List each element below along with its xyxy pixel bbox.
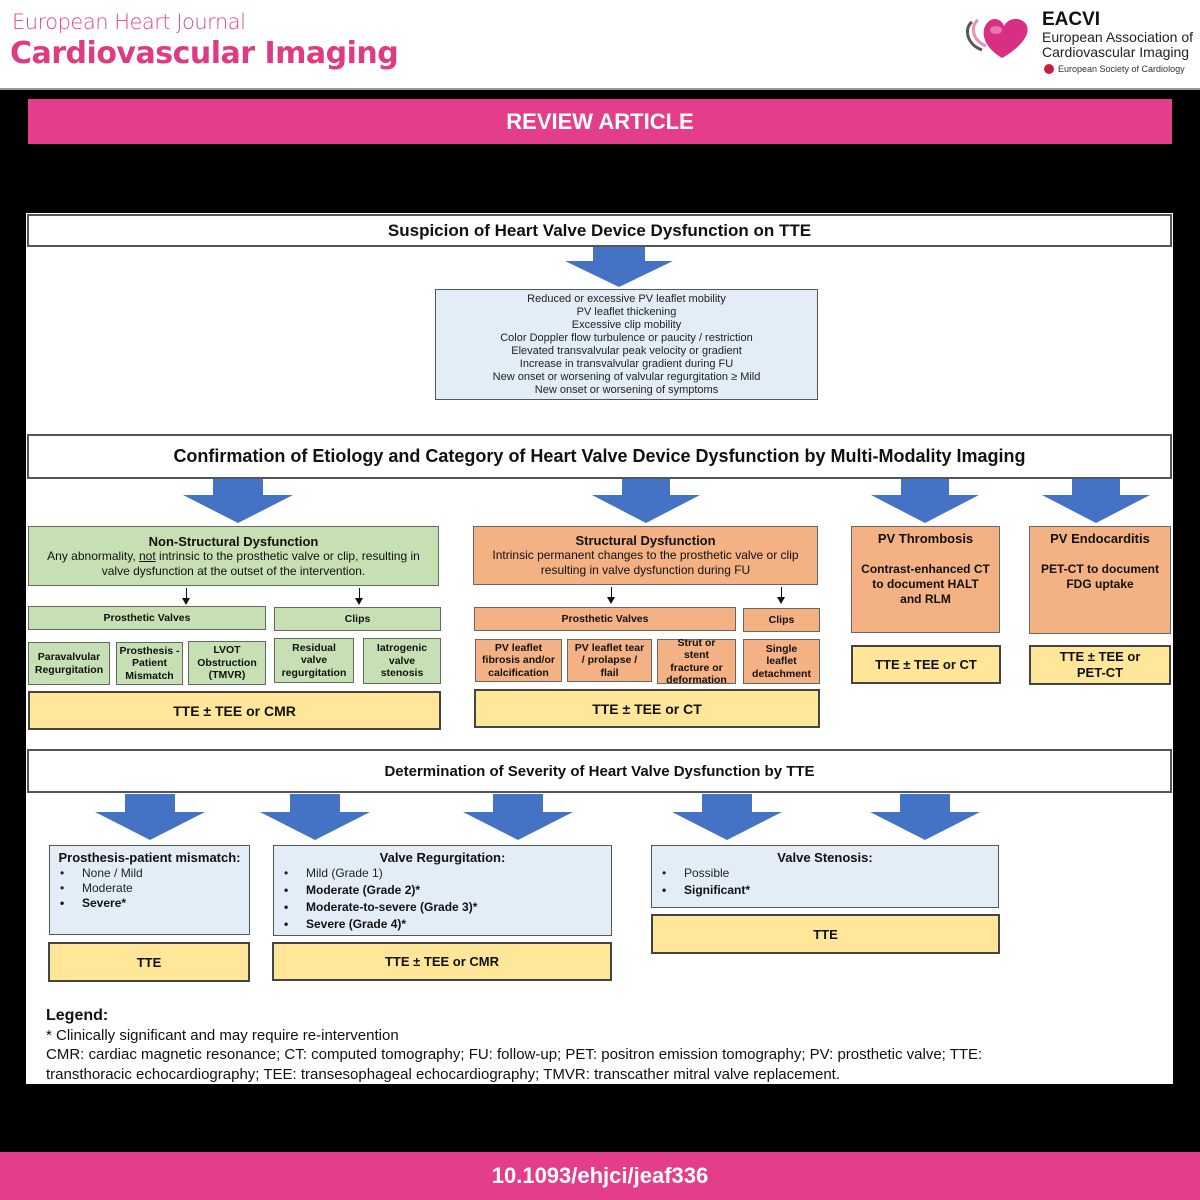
legend-abbreviations: CMR: cardiac magnetic resonance; CT: com… [46,1046,983,1063]
ns-modality-box: TTE ± TEE or CMR [28,691,441,730]
ppm-box: Prosthesis-patient mismatch: None / Mild… [49,845,250,935]
small-arrow-icon [607,587,615,604]
s-prosthetic-valves-label: Prosthetic Valves [474,607,736,631]
down-arrow-icon [1042,479,1150,523]
doi-link[interactable]: 10.1093/ehjci/jeaf336 [0,1152,1200,1200]
step3-header: Determination of Severity of Heart Valve… [27,749,1172,793]
legend-heading: Legend: [46,1007,109,1024]
ns-item: LVOT Obstruction (TMVR) [188,641,266,685]
non-structural-box: Non-Structural Dysfunction Any abnormali… [28,526,439,586]
non-structural-desc: Any abnormality, not intrinsic to the pr… [35,549,432,579]
s-clips-label: Clips [743,608,820,632]
criterion: PV leaflet thickening [576,305,677,318]
regurgitation-box: Valve Regurgitation: Mild (Grade 1) Mode… [273,845,612,936]
structural-box: Structural Dysfunction Intrinsic permane… [473,526,818,585]
association-name-line2: Cardiovascular Imaging [1042,44,1190,60]
regurgitation-title: Valve Regurgitation: [379,850,506,865]
small-arrow-icon [777,587,785,604]
ns-clips-label: Clips [274,607,441,631]
severity-item: Severe* [60,896,243,911]
stenosis-box: Valve Stenosis: Possible Significant* [651,845,999,908]
pv-thrombosis-modality: TTE ± TEE or CT [851,645,1001,684]
pv-thrombosis-title: PV Thrombosis [877,531,974,546]
s-item: Strut or stent fracture or deformation [657,637,736,686]
pv-endocarditis-modality: TTE ± TEE or PET-CT [1029,645,1171,685]
structural-title: Structural Dysfunction [575,533,716,548]
esc-logo-icon [1044,64,1054,74]
s-modality-box: TTE ± TEE or CT [474,689,820,728]
review-article-banner: REVIEW ARTICLE [28,99,1172,144]
pv-thrombosis-desc: Contrast-enhanced CT to document HALT an… [861,562,990,606]
severity-item: None / Mild [60,866,243,881]
small-arrow-icon [355,588,363,605]
legend: Legend: * Clinically significant and may… [46,1006,982,1084]
criterion: Reduced or excessive PV leaflet mobility [527,292,726,305]
pv-thrombosis-box: PV Thrombosis Contrast-enhanced CT to do… [851,526,1000,633]
severity-item: Moderate (Grade 2)* [284,882,605,899]
s-item: PV leaflet tear / prolapse / flail [567,639,652,682]
down-arrow-icon [672,794,782,840]
down-arrow-icon [260,794,370,840]
down-arrow-icon [565,247,673,287]
severity-item: Moderate [60,881,243,896]
criterion: New onset or worsening of valvular regur… [492,370,761,383]
down-arrow-icon [183,479,293,523]
step1-header: Suspicion of Heart Valve Device Dysfunct… [27,214,1172,247]
regurgitation-modality: TTE ± TEE or CMR [272,942,612,981]
stenosis-modality: TTE [651,914,1000,954]
suspicion-criteria-box: Reduced or excessive PV leaflet mobility… [435,289,818,400]
criterion: Excessive clip mobility [571,318,682,331]
association-abbr: EACVI [1042,9,1101,30]
severity-item: Moderate-to-severe (Grade 3)* [284,899,605,916]
non-structural-title: Non-Structural Dysfunction [148,533,319,549]
structural-desc: Intrinsic permanent changes to the prost… [492,548,799,577]
desc-part: intrinsic to the prosthetic valve or cli… [101,548,420,578]
ns-item: Residual valve regurgitation [274,638,354,683]
down-arrow-icon [463,794,573,840]
stenosis-title: Valve Stenosis: [777,850,873,865]
criterion: Elevated transvalvular peak velocity or … [511,344,742,357]
journal-header: European Heart Journal Cardiovascular Im… [0,0,1200,90]
ppm-modality: TTE [48,942,250,982]
association-name-line1: European Association of [1042,29,1193,45]
small-arrow-icon [182,588,190,605]
esc-credit: European Society of Cardiology [1044,64,1185,74]
ns-item: Paravalvular Regurgitation [28,642,110,685]
association-name: European Association of Cardiovascular I… [1042,30,1193,60]
down-arrow-icon [592,479,700,523]
pv-endocarditis-desc: PET-CT to document FDG uptake [1041,562,1159,591]
legend-asterisk-note: * Clinically significant and may require… [46,1026,399,1044]
severity-item: Severe (Grade 4)* [284,916,605,933]
down-arrow-icon [95,794,205,840]
ns-prosthetic-valves-label: Prosthetic Valves [28,606,266,630]
severity-item: Mild (Grade 1) [284,865,605,882]
legend-abbreviations: transthoracic echocardiography; TEE: tra… [46,1065,841,1083]
heart-logo-icon [965,18,1028,58]
pv-endocarditis-title: PV Endocarditis [1050,531,1150,546]
severity-item: Possible [662,865,992,882]
step2-header: Confirmation of Etiology and Category of… [27,434,1172,479]
journal-name-line1: European Heart Journal [12,10,246,34]
desc-underlined: not [139,548,156,563]
criterion: Color Doppler flow turbulence or paucity… [500,331,753,344]
criterion: New onset or worsening of symptoms [534,383,719,396]
s-item: Single leaflet detachment [743,639,820,684]
journal-name-line2: Cardiovascular Imaging [10,36,399,71]
down-arrow-icon [870,794,980,840]
desc-part: Any abnormality, [47,548,139,563]
society-name: European Society of Cardiology [1058,64,1185,74]
ns-item: Iatrogenic valve stenosis [363,638,441,684]
criterion: Increase in transvalvular gradient durin… [519,357,734,370]
s-item: PV leaflet fibrosis and/or calcification [475,639,562,682]
down-arrow-icon [871,479,979,523]
severity-item: Significant* [662,882,992,899]
pv-endocarditis-box: PV Endocarditis PET-CT to document FDG u… [1029,526,1171,634]
ns-item: Prosthesis -Patient Mismatch [116,642,183,685]
ppm-title: Prosthesis-patient mismatch: [58,850,241,865]
